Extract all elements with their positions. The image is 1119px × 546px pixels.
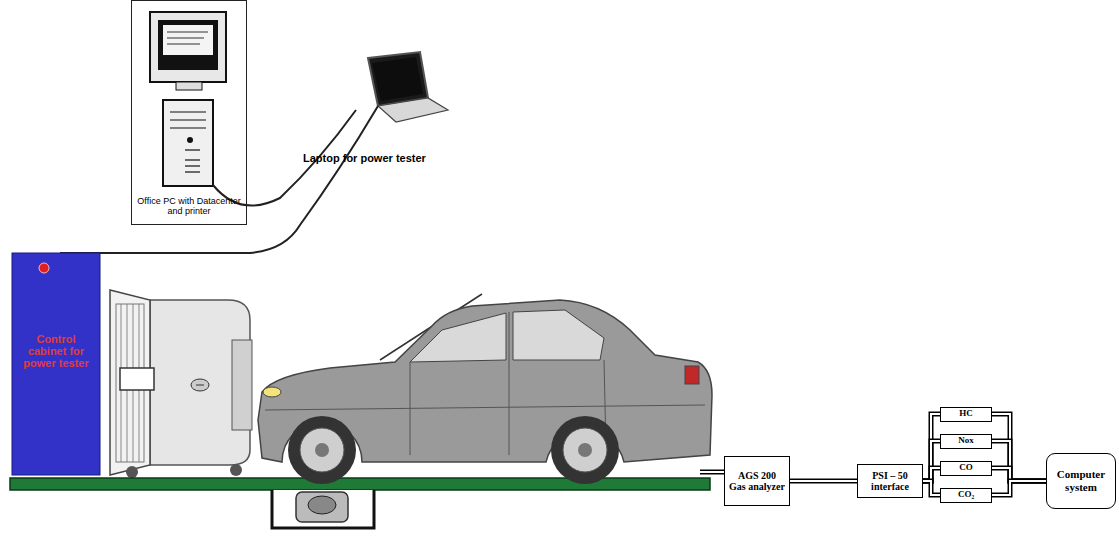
analyzer-box: AGS 200 Gas analyzer xyxy=(724,456,790,506)
node-text: HC xyxy=(959,409,973,419)
gas-box: CO xyxy=(940,461,992,476)
gas-box: Nox xyxy=(940,434,992,449)
double-line-connector xyxy=(992,481,1046,495)
node-text: Office PC with Datacenter and printer xyxy=(136,196,242,216)
cooling-blower xyxy=(110,290,252,478)
node-text: Nox xyxy=(958,436,974,446)
computer-box: Office PC with Datacenter and printer xyxy=(131,0,247,225)
node-text: AGS 200 Gas analyzer xyxy=(729,470,785,493)
gas-box: CO₂ xyxy=(940,488,992,503)
node-text: CO xyxy=(959,463,973,473)
double-line-connector xyxy=(790,481,857,482)
double-line-connector xyxy=(992,441,1046,481)
double-line-connector xyxy=(923,441,940,481)
double-line-connector xyxy=(923,481,940,495)
node-text: Computer system xyxy=(1051,468,1111,494)
cabinet-box: Control cabinet for power tester xyxy=(12,253,100,475)
computer-system-box: Computer system xyxy=(1046,453,1116,509)
node-text: CO₂ xyxy=(958,490,974,500)
device-label: Laptop for power tester xyxy=(303,152,426,164)
exhaust-hose xyxy=(700,472,725,473)
gas-box: HC xyxy=(940,407,992,422)
cable xyxy=(60,106,378,253)
double-line-connector xyxy=(992,414,1046,481)
node-text: PSI – 50 interface xyxy=(862,470,918,493)
control-cabinet xyxy=(12,253,100,475)
double-line-connector xyxy=(923,414,940,481)
interface-box: PSI – 50 interface xyxy=(857,464,923,498)
node-text: Control cabinet for power tester xyxy=(16,333,96,369)
floor xyxy=(10,478,710,528)
car xyxy=(258,294,712,484)
laptop xyxy=(368,52,448,122)
office-pc xyxy=(150,12,226,186)
